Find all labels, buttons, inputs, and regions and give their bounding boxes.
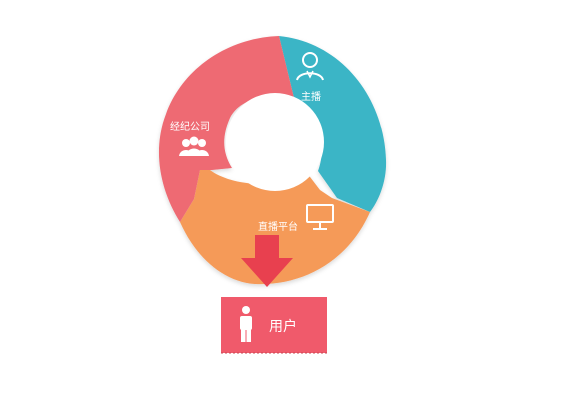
ring-segment-anchor xyxy=(279,36,387,212)
people-group-icon xyxy=(179,136,209,156)
monitor-icon xyxy=(306,204,334,230)
label-agency: 经纪公司 xyxy=(170,120,210,133)
label-anchor: 主播 xyxy=(301,90,321,103)
label-platform: 直播平台 xyxy=(258,220,298,233)
person-bust-icon xyxy=(296,52,324,81)
down-arrow xyxy=(241,235,293,287)
person-standing-icon xyxy=(240,306,252,342)
user-box xyxy=(221,297,327,353)
ring-segment-agency xyxy=(158,36,294,222)
ring-segment-platform xyxy=(180,170,370,285)
ring-center xyxy=(226,93,324,191)
label-user: 用户 xyxy=(269,318,297,335)
